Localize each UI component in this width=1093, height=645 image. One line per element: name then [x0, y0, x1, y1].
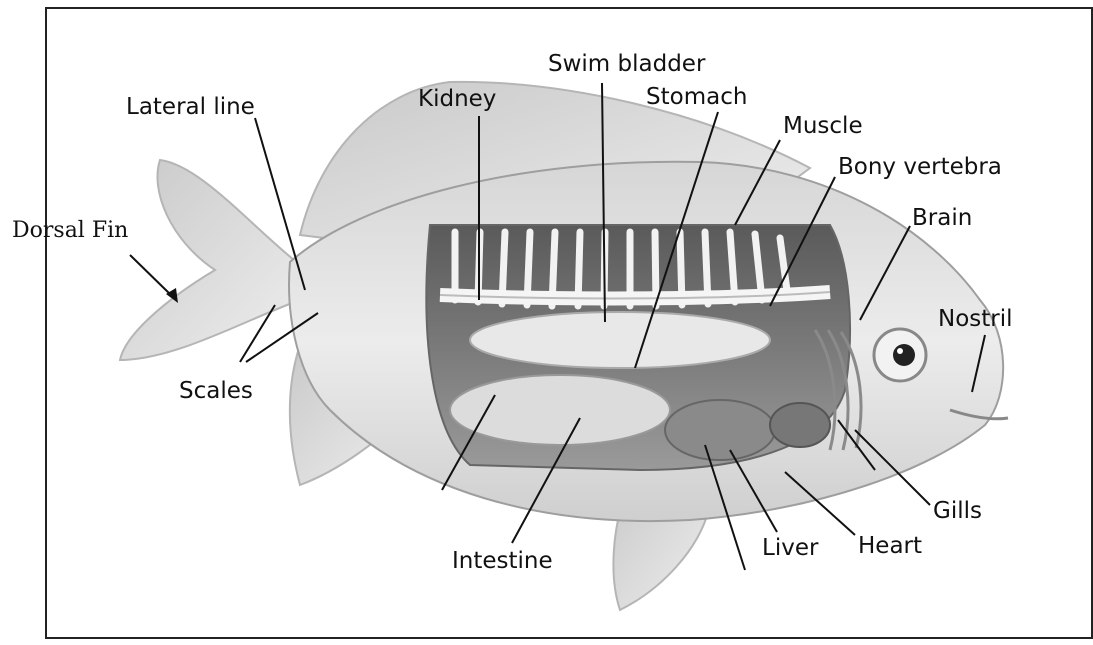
label-swim-bladder: Swim bladder: [548, 53, 705, 76]
tail-fin: [120, 160, 300, 360]
label-lateral-line: Lateral line: [126, 96, 255, 119]
label-gills: Gills: [933, 500, 982, 523]
label-intestine: Intestine: [452, 550, 553, 573]
swim-bladder-organ: [470, 312, 770, 368]
label-dorsal-fin: Dorsal Fin: [12, 220, 128, 242]
label-nostril: Nostril: [938, 308, 1013, 331]
label-liver: Liver: [762, 537, 818, 560]
label-bony-vertebra: Bony vertebra: [838, 156, 1002, 179]
heart-organ: [770, 403, 830, 447]
liver-organ: [665, 400, 775, 460]
label-muscle: Muscle: [783, 115, 863, 138]
label-stomach: Stomach: [646, 86, 747, 109]
label-brain: Brain: [912, 207, 972, 230]
label-scales: Scales: [179, 380, 253, 403]
pupil: [893, 344, 915, 366]
label-heart: Heart: [858, 535, 922, 558]
intestine-organ: [450, 375, 670, 445]
label-kidney: Kidney: [418, 88, 496, 111]
